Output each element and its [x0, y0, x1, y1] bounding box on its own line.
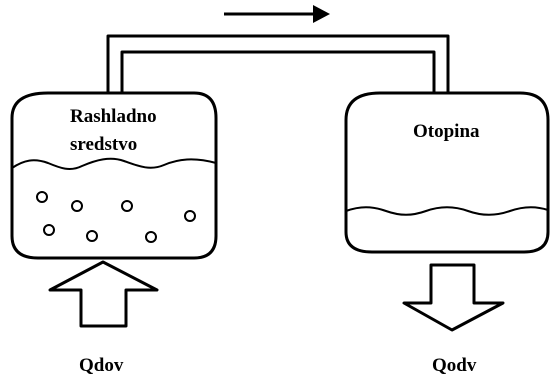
solution-liquid-level	[345, 206, 549, 216]
bubble	[121, 200, 133, 212]
refrigerant-vessel: Rashladno sredstvo	[10, 91, 218, 260]
refrigerant-label-line1: Rashladno	[70, 106, 157, 127]
solution-vessel: Otopina	[344, 91, 550, 254]
bubble	[36, 191, 48, 203]
bubble	[145, 231, 157, 243]
connecting-pipe	[106, 34, 450, 95]
arrow-up-icon	[48, 260, 159, 328]
vapor-bubbles	[36, 191, 196, 243]
refrigerant-liquid-level	[11, 157, 217, 171]
heat-out-label: Qodv	[432, 355, 477, 376]
bubble	[43, 224, 55, 236]
arrow-right-icon	[224, 5, 330, 23]
bubble	[86, 230, 98, 242]
refrigerant-label-line2: sredstvo	[70, 134, 137, 155]
heat-in-label: Qdov	[79, 355, 124, 376]
bubble	[71, 200, 83, 212]
bubble	[184, 210, 196, 222]
solution-label: Otopina	[413, 121, 480, 142]
arrow-down-icon	[402, 263, 505, 332]
